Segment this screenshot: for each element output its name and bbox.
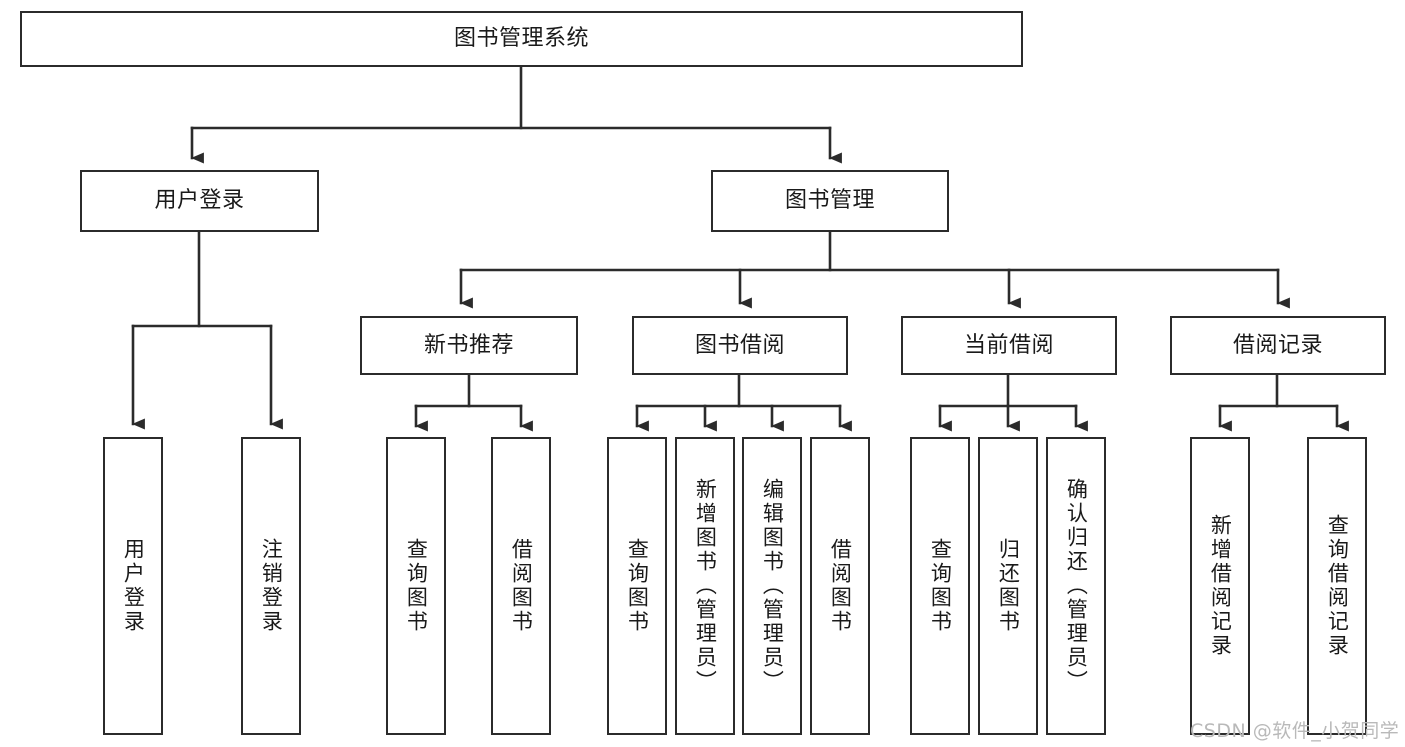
node-root[interactable]: 图书管理系统 [20, 11, 1023, 67]
node-leaf-logout-login[interactable]: 注销登录 [241, 437, 301, 735]
node-leaf-query-record-label: 查询借阅记录 [1325, 514, 1350, 658]
node-leaf-confirm-return[interactable]: 确认归还（管理员） [1046, 437, 1106, 735]
node-borrow-record-label: 借阅记录 [1232, 332, 1323, 358]
node-leaf-edit-book[interactable]: 编辑图书（管理员） [742, 437, 802, 735]
node-leaf-add-record-label: 新增借阅记录 [1208, 514, 1233, 658]
node-book-borrow[interactable]: 图书借阅 [632, 316, 848, 375]
node-book-management-label: 图书管理 [784, 188, 875, 214]
node-leaf-query-book-1[interactable]: 查询图书 [386, 437, 446, 735]
node-leaf-logout-login-label: 注销登录 [259, 538, 284, 634]
node-leaf-add-record[interactable]: 新增借阅记录 [1190, 437, 1250, 735]
node-leaf-return-book[interactable]: 归还图书 [978, 437, 1038, 735]
node-leaf-query-book-3-label: 查询图书 [928, 538, 953, 634]
node-user-login[interactable]: 用户登录 [80, 170, 319, 232]
node-leaf-add-book-label: 新增图书（管理员） [693, 478, 718, 694]
csdn-watermark: CSDN @软件_小贺同学 [1190, 720, 1400, 742]
node-leaf-user-login-label: 用户登录 [121, 538, 146, 634]
node-borrow-record[interactable]: 借阅记录 [1170, 316, 1386, 375]
node-leaf-edit-book-label: 编辑图书（管理员） [760, 478, 785, 694]
node-root-label: 图书管理系统 [453, 26, 589, 52]
node-leaf-borrow-book-1-label: 借阅图书 [509, 538, 534, 634]
node-book-borrow-label: 图书借阅 [694, 332, 785, 358]
node-leaf-query-book-1-label: 查询图书 [404, 538, 429, 634]
node-leaf-add-book[interactable]: 新增图书（管理员） [675, 437, 735, 735]
node-leaf-query-record[interactable]: 查询借阅记录 [1307, 437, 1367, 735]
node-current-borrow[interactable]: 当前借阅 [901, 316, 1117, 375]
node-book-management[interactable]: 图书管理 [711, 170, 949, 232]
node-current-borrow-label: 当前借阅 [963, 332, 1054, 358]
node-new-book-recommend-label: 新书推荐 [423, 332, 514, 358]
node-leaf-borrow-book-2[interactable]: 借阅图书 [810, 437, 870, 735]
node-new-book-recommend[interactable]: 新书推荐 [360, 316, 578, 375]
node-leaf-user-login[interactable]: 用户登录 [103, 437, 163, 735]
node-leaf-return-book-label: 归还图书 [996, 538, 1021, 634]
node-leaf-query-book-3[interactable]: 查询图书 [910, 437, 970, 735]
node-leaf-confirm-return-label: 确认归还（管理员） [1064, 478, 1089, 694]
node-leaf-query-book-2[interactable]: 查询图书 [607, 437, 667, 735]
node-user-login-label: 用户登录 [154, 188, 245, 214]
node-leaf-query-book-2-label: 查询图书 [625, 538, 650, 634]
node-leaf-borrow-book-2-label: 借阅图书 [828, 538, 853, 634]
node-leaf-borrow-book-1[interactable]: 借阅图书 [491, 437, 551, 735]
